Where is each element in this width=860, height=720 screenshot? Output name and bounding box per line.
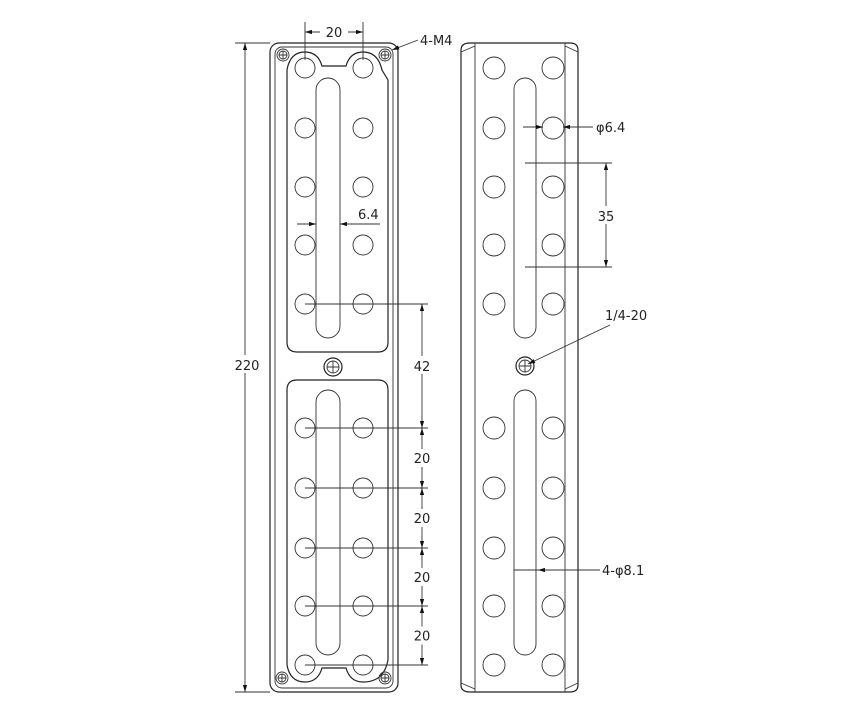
dim-pitch: 20 — [414, 512, 431, 527]
mounting-hole — [352, 234, 374, 256]
mounting-hole — [541, 233, 565, 257]
mounting-hole — [294, 234, 316, 256]
mounting-hole — [541, 116, 565, 140]
mounting-hole — [352, 57, 374, 79]
corner-screw-m4 — [276, 48, 290, 62]
dim-slot-holes: 4-φ8.1 — [602, 564, 644, 579]
mounting-hole — [541, 536, 565, 560]
mounting-hole — [541, 653, 565, 677]
mounting-hole — [294, 176, 316, 198]
mounting-hole — [482, 175, 506, 199]
dim-total-length: 220 — [235, 359, 260, 374]
corner-screw-m4 — [378, 48, 392, 62]
dim-slot-width: 6.4 — [358, 208, 379, 223]
mounting-hole — [482, 476, 506, 500]
mounting-hole — [482, 116, 506, 140]
mounting-hole — [482, 233, 506, 257]
dim-hole-spacing-top: 20 — [326, 26, 343, 41]
mounting-hole — [482, 292, 506, 316]
mounting-hole — [541, 416, 565, 440]
dim-gap: 42 — [414, 360, 431, 375]
mounting-hole — [541, 292, 565, 316]
mounting-hole — [541, 175, 565, 199]
mounting-hole — [541, 476, 565, 500]
center-screw — [323, 357, 343, 377]
dim-tripod-thread: 1/4-20 — [605, 309, 647, 324]
corner-screw-m4 — [275, 671, 289, 685]
dimensions: 20 4-M4 220 6.4 φ6.4 35 1/4-20 42 20 20 20… — [232, 22, 647, 693]
mounting-hole — [352, 176, 374, 198]
mounting-hole — [294, 117, 316, 139]
mounting-hole — [482, 416, 506, 440]
dim-screws: 4-M4 — [420, 34, 452, 49]
mounting-hole — [482, 536, 506, 560]
mounting-hole — [541, 56, 565, 80]
mounting-hole — [482, 56, 506, 80]
mounting-hole — [482, 594, 506, 618]
dim-hole-diameter: φ6.4 — [596, 121, 625, 136]
dim-pitch: 20 — [414, 571, 431, 586]
dim-pitch: 20 — [414, 630, 431, 645]
left-plate-view — [269, 42, 399, 693]
dim-pitch: 20 — [414, 452, 431, 467]
mounting-hole — [294, 57, 316, 79]
mounting-hole — [482, 653, 506, 677]
mounting-hole — [541, 594, 565, 618]
dim-hole-pitch-right: 35 — [598, 210, 615, 225]
right-plate-view — [460, 42, 579, 693]
mounting-hole — [352, 117, 374, 139]
tripod-screw-hole — [515, 356, 535, 376]
corner-screw-m4 — [378, 671, 392, 685]
